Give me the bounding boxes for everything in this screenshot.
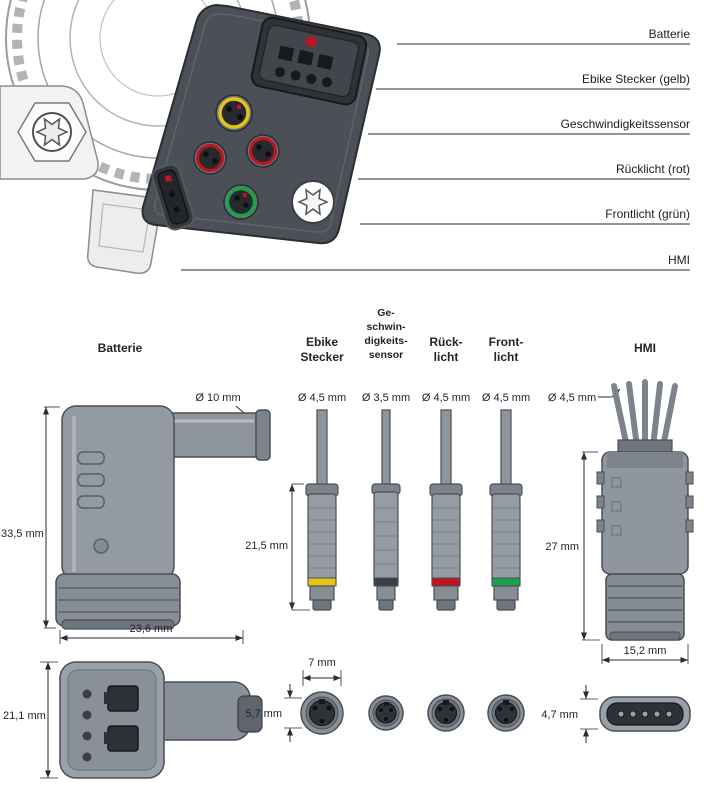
header-ebike-1: Ebike xyxy=(306,335,338,349)
dia-geschwindigkeitssensor: Ø 3,5 mm xyxy=(362,392,410,404)
hmi-port xyxy=(151,163,195,231)
callout-batterie: Batterie xyxy=(649,27,691,41)
header-gs-1: Ge- xyxy=(377,307,395,319)
dia-frontlicht: Ø 4,5 mm xyxy=(482,392,530,404)
callout-frontlicht: Frontlicht (grün) xyxy=(605,207,690,221)
batterie-bottom-view xyxy=(59,661,263,779)
ebike-port xyxy=(215,94,253,132)
callout-labels: Batterie Ebike Stecker (gelb) Geschwindi… xyxy=(181,27,691,271)
header-rueck-1: Rück- xyxy=(429,335,462,349)
callout-geschwindigkeitssensor: Geschwindigkeitssensor xyxy=(561,117,690,131)
dim-hmi-width-label: 15,2 mm xyxy=(624,645,667,657)
dim-hmi-front-height-label: 4,7 mm xyxy=(541,709,578,721)
header-ebike-2: Stecker xyxy=(300,350,344,364)
frontlicht-front-view xyxy=(487,694,525,732)
dim-ebike-front-width: 7 mm xyxy=(302,657,342,686)
ebike-side-view xyxy=(305,409,339,611)
dim-hmi-body-length: 27 mm xyxy=(545,451,600,641)
dia-hmi: Ø 4,5 mm xyxy=(548,392,596,404)
header-hmi: HMI xyxy=(634,341,656,355)
hmi-front-view xyxy=(599,696,691,732)
torx-screw-left-icon xyxy=(35,117,69,147)
dim-batterie-width-label: 23,6 mm xyxy=(130,623,173,635)
hmi-side-view xyxy=(596,379,694,641)
geschwindigkeitssensor-port xyxy=(246,134,280,168)
frontlicht-side-view xyxy=(489,409,523,611)
ebike-front-view xyxy=(300,691,344,735)
dim-connector-front-height-label: 5,7 mm xyxy=(245,708,282,720)
frontlicht-port xyxy=(223,184,259,220)
ruecklicht-front-view xyxy=(427,694,465,732)
dim-batterie-height-label: 33,5 mm xyxy=(1,528,44,540)
header-batterie: Batterie xyxy=(98,341,143,355)
torx-screw-right-icon xyxy=(297,188,329,216)
batterie-port xyxy=(250,16,368,106)
dim-batterie-front-height-label: 21,1 mm xyxy=(3,710,46,722)
motor-mount xyxy=(0,85,99,180)
diameter-labels: Ø 10 mm Ø 4,5 mm Ø 3,5 mm Ø 4,5 mm Ø 4,5… xyxy=(195,388,621,421)
dim-ebike-body-length: 21,5 mm xyxy=(245,483,310,611)
header-gs-2: schwin- xyxy=(366,321,406,333)
dim-connector-front-height: 5,7 mm xyxy=(245,684,302,742)
header-rueck-2: licht xyxy=(434,350,459,364)
dim-batterie-height: 33,5 mm xyxy=(1,406,60,629)
dia-ebike: Ø 4,5 mm xyxy=(298,392,346,404)
dim-batterie-front-height: 21,1 mm xyxy=(3,661,58,779)
dim-batterie-width: 23,6 mm xyxy=(59,623,244,644)
header-gs-3: digkeits- xyxy=(364,335,408,347)
dim-ebike-front-width-label: 7 mm xyxy=(308,657,336,669)
batterie-side-view xyxy=(55,405,271,630)
panel-screw xyxy=(291,180,335,224)
motor-illustration xyxy=(0,0,381,275)
ruecklicht-port xyxy=(193,141,227,175)
geschwindigkeitssensor-side-view xyxy=(371,409,401,611)
callout-ebike: Ebike Stecker (gelb) xyxy=(582,72,690,86)
dim-hmi-body-length-label: 27 mm xyxy=(545,541,579,553)
dim-hmi-front-height: 4,7 mm xyxy=(541,685,598,743)
header-front-1: Front- xyxy=(489,335,524,349)
dim-hmi-width: 15,2 mm xyxy=(601,644,689,664)
dia-ruecklicht: Ø 4,5 mm xyxy=(422,392,470,404)
header-gs-4: sensor xyxy=(369,349,403,361)
callout-ruecklicht: Rücklicht (rot) xyxy=(616,162,690,176)
header-front-2: licht xyxy=(494,350,519,364)
geschwindigkeitssensor-front-view xyxy=(368,695,404,731)
dim-ebike-body-length-label: 21,5 mm xyxy=(245,540,288,552)
column-headers: Batterie Ebike Stecker Ge- schwin- digke… xyxy=(98,307,656,364)
dia-batterie: Ø 10 mm xyxy=(195,392,240,404)
ruecklicht-side-view xyxy=(429,409,463,611)
callout-hmi: HMI xyxy=(668,253,690,267)
